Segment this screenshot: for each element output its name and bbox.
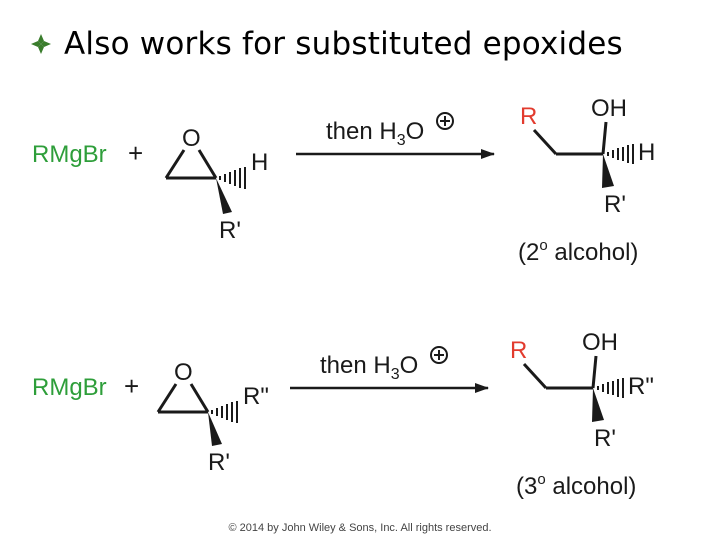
epoxide-2: O R" R' [156,359,269,476]
product-1-label: (2o alcohol) [518,237,638,266]
product-2-label: (3o alcohol) [516,471,636,500]
epoxide-2-oxygen: O [174,359,193,386]
product-2-r2: R" [628,373,654,400]
bullet-row: Also works for substituted epoxides [30,22,623,66]
product-2-r: R [510,337,527,364]
product-2-hash-bond [597,378,624,398]
bullet-text: Also works for substituted epoxides [64,26,623,62]
epoxide-2-substituent-r: R' [208,449,230,476]
product-1-h: H [638,139,655,166]
product-1-r: R [520,103,537,130]
product-2-oh: OH [582,329,618,356]
product-2: R OH R" R' (3o alcohol) [510,329,654,500]
epoxide-1: O H R' [164,125,268,244]
product-1-hash-bond [607,144,634,164]
epoxide-1-hash-bond [219,167,246,189]
product-1: R OH H R' (2o alcohol) [518,95,655,266]
hydronium-charge-2 [430,346,448,364]
reagent-1: RMgBr [32,141,107,168]
epoxide-1-oxygen: O [182,125,201,152]
reagent-2: RMgBr [32,374,107,401]
product-1-wedge-bond [602,154,614,188]
reaction-2: RMgBr + O R" R' then H3O [32,329,654,500]
epoxide-2-substituent-r2: R" [243,383,269,410]
diamond-bullet-icon [31,34,51,54]
condition-1: then H3O [326,118,424,149]
product-2-rp: R' [594,425,616,452]
plus-1: + [128,138,143,168]
epoxide-2-wedge-bond [208,412,222,446]
product-2-wedge-bond [592,388,604,422]
reaction-1: RMgBr + O H R' then H3O [32,95,655,266]
copyright-notice: © 2014 by John Wiley & Sons, Inc. All ri… [228,522,492,534]
condition-2: then H3O [320,352,418,383]
product-1-oh: OH [591,95,627,122]
epoxide-1-wedge-bond [216,178,232,214]
epoxide-1-substituent-r: R' [219,217,241,244]
product-1-rp: R' [604,191,626,218]
plus-2: + [124,371,139,401]
epoxide-1-substituent-h: H [251,149,268,176]
hydronium-charge-1 [436,112,454,130]
epoxide-2-hash-bond [211,401,238,423]
